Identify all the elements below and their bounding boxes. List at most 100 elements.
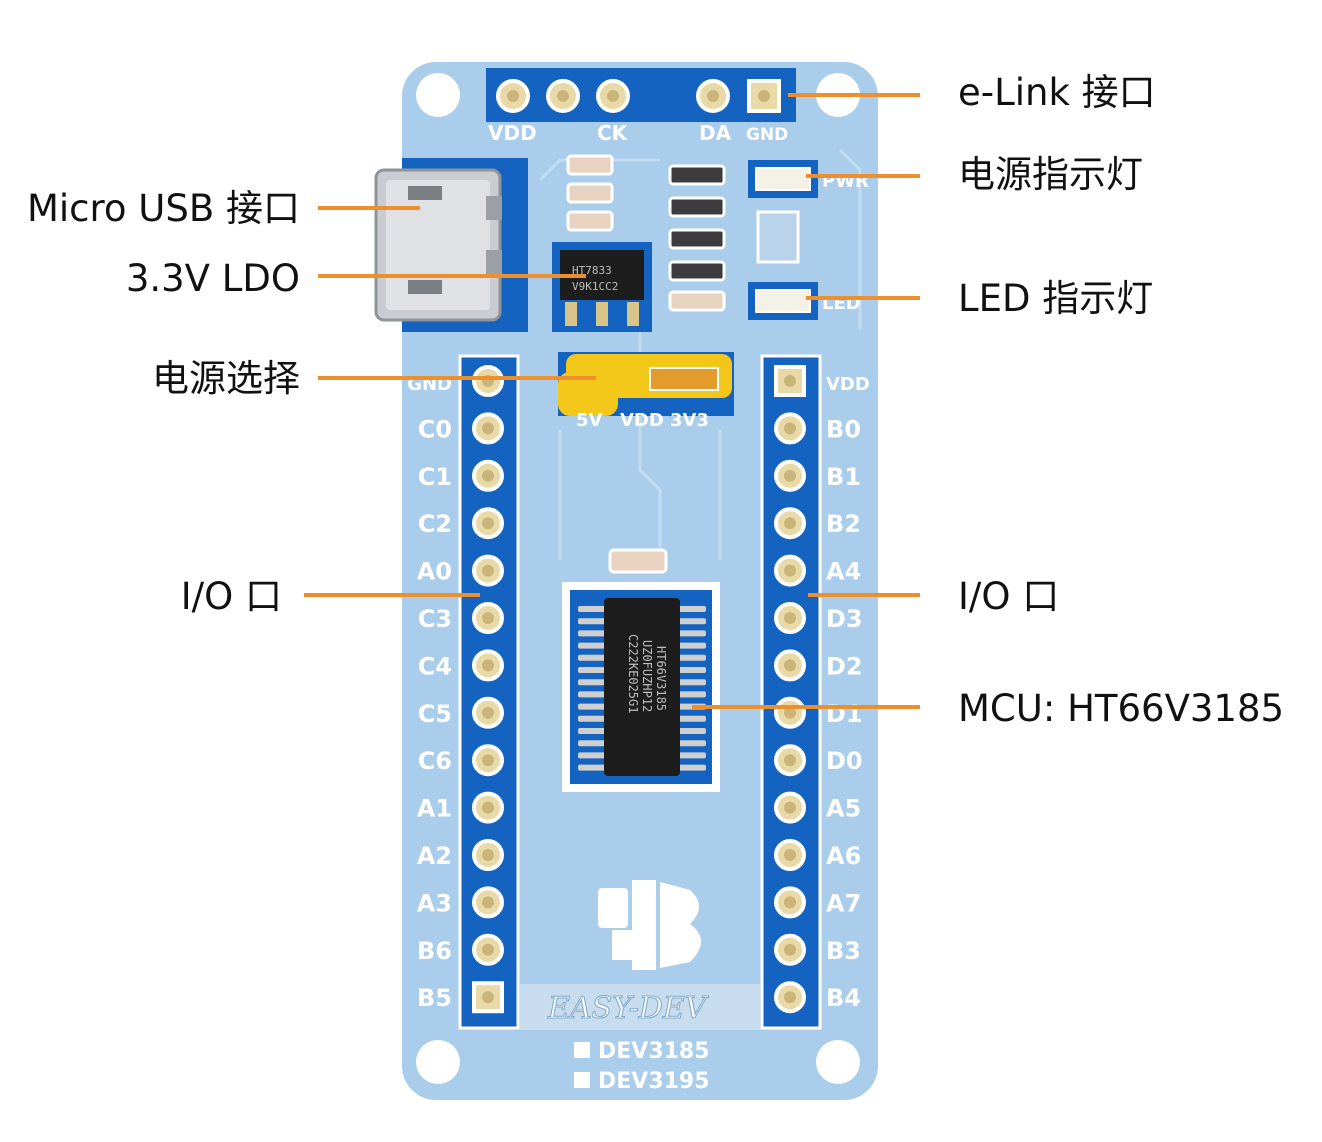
mcu-leg (678, 667, 706, 673)
right-pin-label: D2 (826, 652, 863, 680)
right-pin-label: VDD (826, 374, 870, 395)
passive-components (566, 154, 800, 574)
mounting-holes (416, 73, 860, 1084)
left-pin-hole (482, 612, 494, 624)
mcu-leg (678, 715, 706, 722)
mcu-leg (678, 654, 706, 661)
right-pin-hole (784, 375, 796, 387)
left-pin-label: A3 (417, 889, 452, 917)
left-pin-hole (482, 469, 494, 482)
mcu-leg (578, 728, 606, 734)
elink-label-gnd: GND (746, 125, 788, 145)
right-pin-label: A7 (826, 889, 861, 917)
mcu-leg (578, 703, 606, 710)
mcu-leg (578, 752, 606, 759)
model-text: DEV3185 DEV3195 (574, 1039, 710, 1094)
mcu-leg (678, 764, 706, 771)
mcu-leg (578, 667, 606, 673)
left-pin-hole (482, 706, 494, 719)
mcu-marking-3: C222KE025G1 (626, 634, 640, 713)
brand-text: EASY-DEV (547, 991, 710, 1026)
left-pin-label: A1 (417, 795, 452, 823)
model-line-2: DEV3195 (598, 1069, 710, 1094)
left-pin-hole (482, 943, 494, 956)
left-pin-hole (482, 754, 494, 767)
elink-label-vdd: VDD (488, 121, 537, 145)
power-select-jumper: 5V VDD 3V3 (558, 352, 734, 431)
brand-plate: EASY-DEV (520, 984, 760, 1030)
mcu-leg (678, 728, 706, 734)
right-io-header (760, 354, 822, 1030)
mcu-leg (678, 642, 706, 649)
mcu-legs-right (678, 606, 706, 771)
callout-mcu: MCU: HT66V3185 (958, 687, 1285, 730)
jumper-label-3v3: 3V3 (670, 410, 709, 431)
right-pin-label: B4 (826, 984, 861, 1012)
right-pin-hole (784, 801, 796, 814)
mcu-leg (578, 642, 606, 649)
callout-io-right: I/O 口 (958, 575, 1060, 618)
right-pin-hole (784, 469, 796, 482)
left-pin-hole (482, 517, 494, 530)
mcu-marking-1: HT66V3185 (654, 646, 668, 711)
left-pin-label: C3 (418, 605, 452, 633)
left-pin-label: B6 (417, 937, 452, 965)
mcu-leg (578, 606, 606, 612)
jumper-label-5v: 5V (576, 410, 603, 431)
right-pin-hole (784, 564, 796, 577)
right-pin-hole (784, 943, 796, 956)
right-pin-hole (784, 896, 796, 909)
left-pin-label: C5 (418, 700, 452, 728)
right-pin-label: B1 (826, 463, 861, 491)
right-pin-label: A5 (826, 795, 861, 823)
right-pin-label: B2 (826, 510, 861, 538)
model-line-1: DEV3185 (598, 1039, 710, 1064)
ldo-regulator: HT7833 V9K1CC2 (552, 242, 652, 332)
right-pin-hole (784, 754, 796, 767)
ldo-marking-2: V9K1CC2 (572, 280, 618, 293)
left-pin-pad (472, 981, 504, 1014)
left-pin-hole (482, 659, 494, 672)
left-pin-hole (482, 801, 494, 814)
mcu-leg (578, 679, 606, 686)
elink-label-da: DA (699, 121, 732, 145)
right-pin-label: A4 (826, 558, 861, 586)
left-pin-hole (482, 422, 494, 435)
micro-usb-connector (374, 158, 528, 332)
left-pin-label: B5 (417, 984, 452, 1012)
callout-power-led: 电源指示灯 (958, 153, 1143, 196)
callout-power-select: 电源选择 (152, 357, 300, 400)
left-pin-label: C4 (418, 652, 452, 680)
elink-header (486, 68, 796, 142)
left-pin-label: A2 (417, 842, 452, 870)
right-pin-label: B3 (826, 937, 861, 965)
right-pin-label: D1 (826, 700, 863, 728)
right-pin-hole (784, 706, 796, 719)
jumper-label-vdd: VDD (620, 410, 664, 431)
right-pin-hole (784, 849, 796, 861)
mcu-leg (578, 691, 606, 698)
left-pin-hole (482, 849, 494, 861)
left-pin-label: C1 (418, 463, 452, 491)
left-pin-hole (482, 991, 494, 1004)
mcu-chip: HT66V3185 UZ0FUZHP12 C222KE025G1 (562, 582, 720, 792)
callout-led-indicator: LED 指示灯 (958, 277, 1154, 320)
user-indicator-led: LED (748, 282, 861, 320)
right-pin-hole (784, 517, 796, 530)
mcu-leg (678, 740, 706, 747)
mcu-leg (678, 630, 706, 637)
callout-micro-usb: Micro USB 接口 (26, 187, 300, 230)
left-pin-hole (482, 896, 494, 909)
mcu-marking-2: UZ0FUZHP12 (640, 640, 654, 712)
mcu-leg (578, 630, 606, 637)
right-pin-hole (784, 422, 796, 435)
mcu-leg (578, 618, 606, 625)
mcu-leg (578, 654, 606, 661)
callout-ldo: 3.3V LDO (125, 257, 300, 300)
mcu-leg (678, 618, 706, 625)
left-pin-label: C2 (418, 510, 452, 538)
right-pin-hole (784, 659, 796, 672)
mcu-leg (678, 606, 706, 612)
